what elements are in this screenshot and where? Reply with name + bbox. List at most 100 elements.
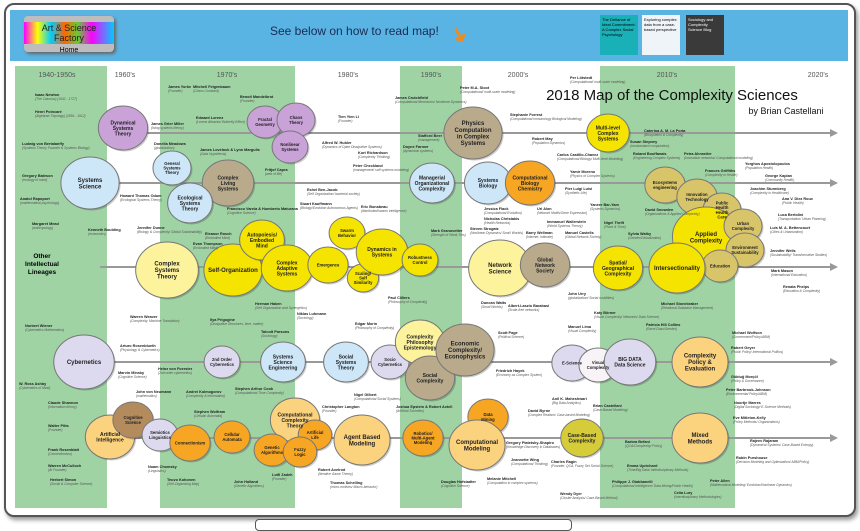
topic-node[interactable] xyxy=(203,243,264,298)
topic-node[interactable] xyxy=(276,102,317,139)
node-label[interactable]: Education xyxy=(710,263,731,268)
topic-node[interactable] xyxy=(60,156,121,211)
topic-node[interactable] xyxy=(203,345,242,380)
topic-node[interactable] xyxy=(671,412,730,465)
how-to-read-link[interactable]: See below on how to read map! xyxy=(270,24,439,38)
topic-node[interactable] xyxy=(271,130,310,165)
node-label[interactable]: E-Science xyxy=(562,360,583,365)
topic-node[interactable] xyxy=(402,419,445,458)
topic-node[interactable] xyxy=(253,433,292,468)
topic-node[interactable] xyxy=(401,243,440,278)
book-thumbnail[interactable]: The Defiance of Ideal Commitment: A Comp… xyxy=(600,15,638,55)
blog-thumbnail[interactable]: Sociology and Complexity Science Blog xyxy=(686,15,724,55)
topic-node[interactable] xyxy=(135,241,200,300)
topic-node[interactable] xyxy=(307,246,350,285)
topic-node[interactable] xyxy=(167,182,214,225)
node-label[interactable]: Cybernetics xyxy=(67,360,102,366)
topic-node[interactable] xyxy=(169,424,212,463)
topic-node[interactable] xyxy=(152,150,193,187)
topic-node[interactable] xyxy=(260,244,315,293)
topic-node[interactable] xyxy=(443,106,504,161)
topic-node[interactable] xyxy=(519,242,572,289)
case-based-thumbnail[interactable]: Exploring complex data from a case-based… xyxy=(642,15,680,55)
topic-node[interactable] xyxy=(701,249,740,284)
topic-node[interactable] xyxy=(53,334,116,391)
topic-node[interactable] xyxy=(435,323,496,378)
topic-node[interactable] xyxy=(323,341,370,384)
topic-node[interactable] xyxy=(201,159,256,208)
topic-node[interactable] xyxy=(213,420,252,455)
topic-node[interactable] xyxy=(560,418,605,459)
topic-node[interactable] xyxy=(328,216,367,251)
topic-node[interactable] xyxy=(504,160,557,207)
topic-node[interactable] xyxy=(246,105,285,140)
topic-node[interactable] xyxy=(448,419,507,472)
topic-node[interactable] xyxy=(409,162,456,205)
home-logo-button[interactable]: Art & Science Factory Home xyxy=(24,16,114,54)
topic-node[interactable] xyxy=(394,319,447,366)
node-label[interactable]: Intersectionality xyxy=(654,266,701,272)
topic-node[interactable] xyxy=(648,242,707,295)
node-label[interactable]: Connectionism xyxy=(175,440,206,445)
topic-node[interactable] xyxy=(671,336,730,389)
topic-node[interactable] xyxy=(586,113,631,154)
topic-node[interactable] xyxy=(260,341,307,384)
topic-node[interactable] xyxy=(463,161,514,206)
topic-node[interactable] xyxy=(603,338,658,387)
node-label[interactable]: Self-Organization xyxy=(208,268,258,274)
topic-node[interactable] xyxy=(97,105,150,152)
topic-node[interactable] xyxy=(592,245,645,292)
topic-node[interactable] xyxy=(282,436,319,469)
node-label[interactable]: Emergence xyxy=(317,262,340,267)
